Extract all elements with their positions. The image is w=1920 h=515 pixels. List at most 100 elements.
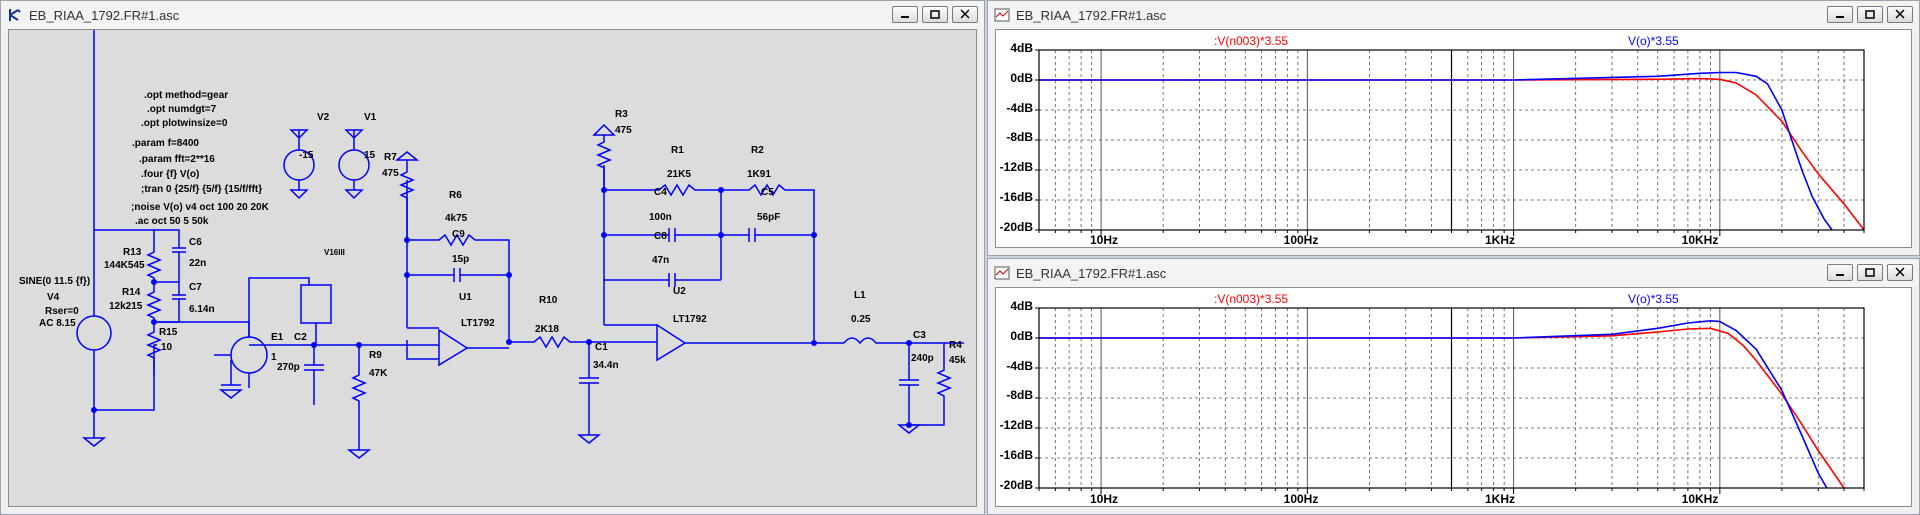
r14-label: R14 [122, 287, 141, 298]
x-tick-label: 1KHz [1485, 492, 1515, 506]
schematic-drawing: .opt method=gear .opt numdgt=7 .opt plot… [19, 30, 966, 459]
trace-label-vo: V(o)*3.55 [1628, 292, 1679, 306]
schematic-titlebar[interactable]: EB_RIAA_1792.FR#1.asc [1, 1, 984, 29]
c7-value: 6.14n [189, 304, 215, 315]
r3-value: 475 [615, 125, 632, 136]
v4-ac: AC 8.15 [39, 318, 76, 329]
c9-value: 15p [452, 254, 469, 265]
c4-value: 100n [649, 212, 672, 223]
plot-pane[interactable]: :V(n003)*3.55 V(o)*3.55 4dB 0dB -4dB -8d… [995, 287, 1912, 507]
plot-pane[interactable]: :V(n003)*3.55 V(o)*3.55 4dB 0dB -4dB -8d… [995, 29, 1912, 248]
u2-value: LT1792 [673, 314, 707, 325]
c4-label: C4 [654, 187, 667, 198]
schematic-canvas[interactable]: .opt method=gear .opt numdgt=7 .opt plot… [8, 29, 977, 507]
r15-label: R15 [159, 327, 178, 338]
r4-value: 45k [949, 355, 966, 366]
directive: .opt numdgt=7 [147, 104, 217, 115]
r13-label: R13 [123, 247, 142, 258]
y-tick-label: -12dB [1000, 160, 1034, 174]
l1-value: 0.25 [851, 314, 871, 325]
c6-value: 22n [189, 258, 206, 269]
plot-titlebar[interactable]: EB_RIAA_1792.FR#1.asc [988, 259, 1919, 287]
restore-button[interactable] [922, 6, 948, 23]
minimize-button[interactable] [892, 6, 918, 23]
waveform-icon [994, 8, 1010, 22]
c9-label: C9 [452, 229, 465, 240]
plot-titlebar[interactable]: EB_RIAA_1792.FR#1.asc [988, 1, 1919, 29]
minimize-button[interactable] [1827, 6, 1853, 23]
y-tick-label: 0dB [1010, 71, 1033, 85]
bode-plot: :V(n003)*3.55 V(o)*3.55 4dB 0dB -4dB -8d… [1000, 292, 1865, 506]
c8-label: C8 [654, 231, 667, 242]
close-icon [960, 9, 970, 19]
x-tick-label: 1KHz [1485, 233, 1515, 247]
plot-frame [1038, 49, 1865, 231]
y-tick-label: -16dB [1000, 448, 1034, 462]
v2-label: V2 [317, 112, 330, 123]
y-tick-label: -20dB [1000, 220, 1034, 234]
x-tick-label: 10Hz [1090, 492, 1118, 506]
u2-label: U2 [673, 286, 686, 297]
c1-value: 34.4n [593, 360, 619, 371]
waveform-icon [994, 266, 1010, 280]
trace-vo [1039, 319, 1828, 489]
e1-label: E1 [271, 332, 284, 343]
u1-value: LT1792 [461, 318, 495, 329]
y-tick-label: -8dB [1006, 130, 1033, 144]
x-tick-label: 10KHz [1682, 492, 1719, 506]
plot-frame [1038, 307, 1865, 489]
close-icon [1895, 267, 1905, 277]
schematic-icon [9, 9, 21, 21]
close-button[interactable] [1887, 264, 1913, 281]
r9-label: R9 [369, 350, 382, 361]
x-tick-label: 10Hz [1090, 233, 1118, 247]
restore-icon [1865, 268, 1875, 277]
r3-label: R3 [615, 109, 628, 120]
minimize-icon [901, 16, 909, 18]
directive: .opt method=gear [144, 90, 228, 101]
e1-value: 1 [271, 352, 277, 363]
r2-label: R2 [751, 145, 764, 156]
close-button[interactable] [1887, 6, 1913, 23]
c1-label: C1 [595, 342, 608, 353]
trace-label-n003: :V(n003)*3.55 [1214, 34, 1288, 48]
c7-label: C7 [189, 282, 202, 293]
r7-value: 475 [382, 168, 399, 179]
r4-label: R4 [949, 340, 962, 351]
restore-icon [930, 10, 940, 19]
x-tick-label: 100Hz [1284, 492, 1319, 506]
c5-label: C5 [761, 187, 774, 198]
u1-label: U1 [459, 292, 472, 303]
r2-value: 1K91 [747, 169, 771, 180]
r1-label: R1 [671, 145, 684, 156]
c3-value: 240p [911, 353, 934, 364]
trace-label-n003: :V(n003)*3.55 [1214, 292, 1288, 306]
v4-value: SINE(0 11.5 {f}) [19, 276, 90, 287]
minimize-button[interactable] [1827, 264, 1853, 281]
restore-button[interactable] [1857, 6, 1883, 23]
c5-value: 56pF [757, 212, 780, 223]
r10-value: 2K18 [535, 324, 559, 335]
y-tick-label: 4dB [1010, 299, 1033, 313]
plot-window-bottom: EB_RIAA_1792.FR#1.asc :V(n003)*3.55 V(o)… [987, 258, 1920, 515]
directive: .four {f} V(o) [141, 169, 199, 180]
trace-label-vo: V(o)*3.55 [1628, 34, 1679, 48]
l1-label: L1 [854, 290, 866, 301]
x-tick-label: 100Hz [1284, 233, 1319, 247]
trace-n003 [1039, 77, 1865, 231]
minimize-icon [1836, 16, 1844, 18]
y-tick-label: -12dB [1000, 418, 1034, 432]
directive: ;noise V(o) v4 oct 100 20 20K [131, 202, 270, 213]
r6-label: R6 [449, 190, 462, 201]
y-tick-label: -4dB [1006, 359, 1033, 373]
directive: .opt plotwinsize=0 [141, 118, 228, 129]
trace-vo [1039, 71, 1833, 231]
restore-button[interactable] [1857, 264, 1883, 281]
r14-value: 12k215 [109, 301, 143, 312]
schematic-window: EB_RIAA_1792.FR#1.asc [0, 0, 985, 515]
close-icon [1895, 9, 1905, 19]
schematic-title: EB_RIAA_1792.FR#1.asc [29, 7, 180, 23]
c2-value: 270p [277, 362, 300, 373]
close-button[interactable] [952, 6, 978, 23]
c2-label: C2 [294, 332, 307, 343]
